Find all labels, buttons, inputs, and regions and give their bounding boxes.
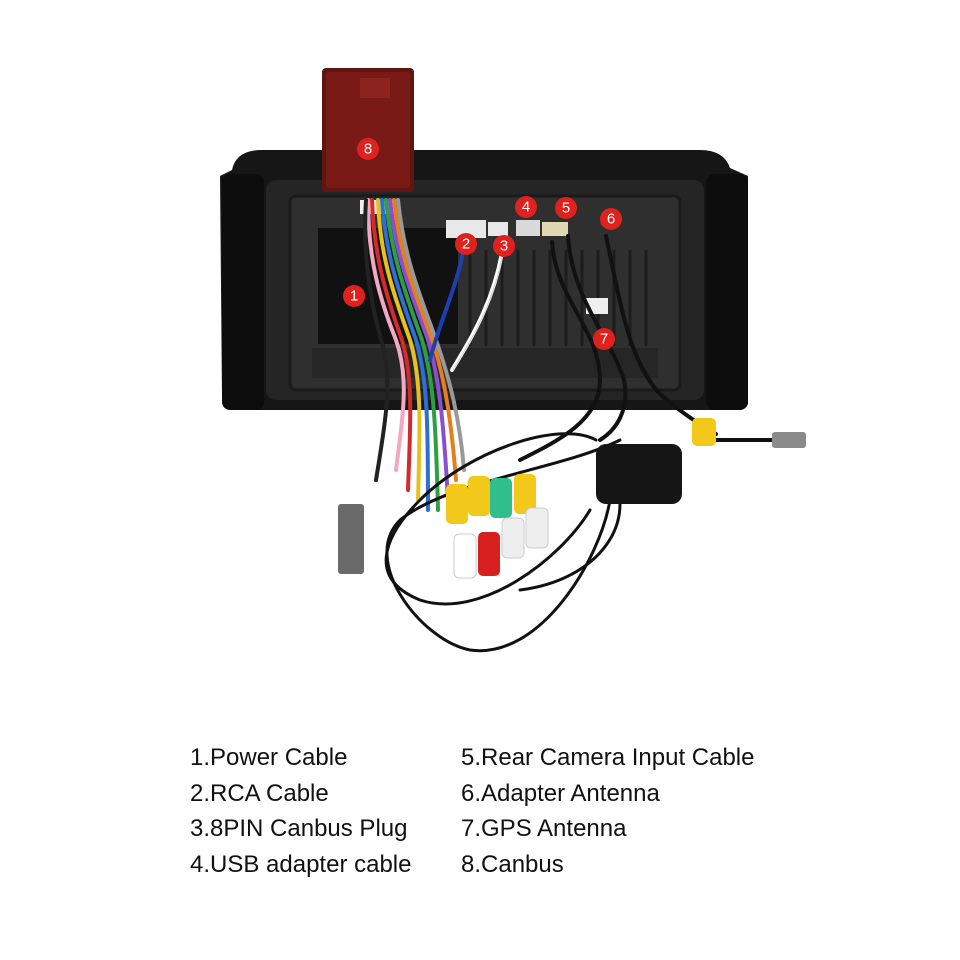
marker-circle bbox=[600, 208, 622, 230]
marker-1: 1 bbox=[343, 285, 365, 307]
rca-plugs bbox=[338, 418, 716, 579]
wiring-harness bbox=[363, 198, 792, 653]
marker-2: 2 bbox=[455, 233, 477, 255]
legend-item-gps-antenna: 7.GPS Antenna bbox=[461, 815, 627, 842]
canbus-box bbox=[322, 68, 414, 192]
marker-label: 1 bbox=[350, 288, 358, 305]
legend-item-power-cable: 1.Power Cable bbox=[190, 744, 348, 771]
marker-circle bbox=[515, 196, 537, 218]
marker-circle bbox=[357, 138, 379, 160]
marker-label: 7 bbox=[600, 331, 608, 348]
marker-5: 5 bbox=[555, 197, 577, 219]
marker-circle bbox=[593, 328, 615, 350]
marker-label: 8 bbox=[364, 141, 372, 158]
marker-circle bbox=[493, 235, 515, 257]
marker-3: 3 bbox=[493, 235, 515, 257]
marker-label: 4 bbox=[522, 199, 530, 216]
legend-item-canbus-plug: 3.8PIN Canbus Plug bbox=[190, 815, 408, 842]
legend-item-rear-camera-cable: 5.Rear Camera Input Cable bbox=[461, 744, 755, 771]
marker-circle bbox=[455, 233, 477, 255]
marker-circle bbox=[343, 285, 365, 307]
marker-7: 7 bbox=[593, 328, 615, 350]
legend-item-adapter-antenna: 6.Adapter Antenna bbox=[461, 779, 660, 807]
marker-4: 4 bbox=[515, 196, 537, 218]
marker-group: 1 2 3 4 5 6 7 8 bbox=[343, 138, 622, 350]
marker-circle bbox=[555, 197, 577, 219]
legend-item-usb-adapter-cable: 4.USB adapter cable bbox=[190, 850, 412, 878]
marker-label: 2 bbox=[462, 236, 470, 253]
legend-item-rca-cable: 2.RCA Cable bbox=[190, 779, 329, 807]
marker-label: 5 bbox=[562, 200, 570, 217]
marker-8: 8 bbox=[357, 138, 379, 160]
legend-item-canbus: 8.Canbus bbox=[461, 850, 564, 878]
legend-left: 1.Power Cable 2.RCA Cable 3.8PIN Canbus … bbox=[190, 740, 411, 882]
head-unit bbox=[220, 150, 748, 410]
legend-right: 5.Rear Camera Input Cable 6.Adapter Ante… bbox=[461, 740, 754, 882]
gps-antenna bbox=[596, 432, 806, 504]
marker-label: 6 bbox=[607, 211, 615, 228]
marker-label: 3 bbox=[500, 238, 508, 255]
marker-6: 6 bbox=[600, 208, 622, 230]
